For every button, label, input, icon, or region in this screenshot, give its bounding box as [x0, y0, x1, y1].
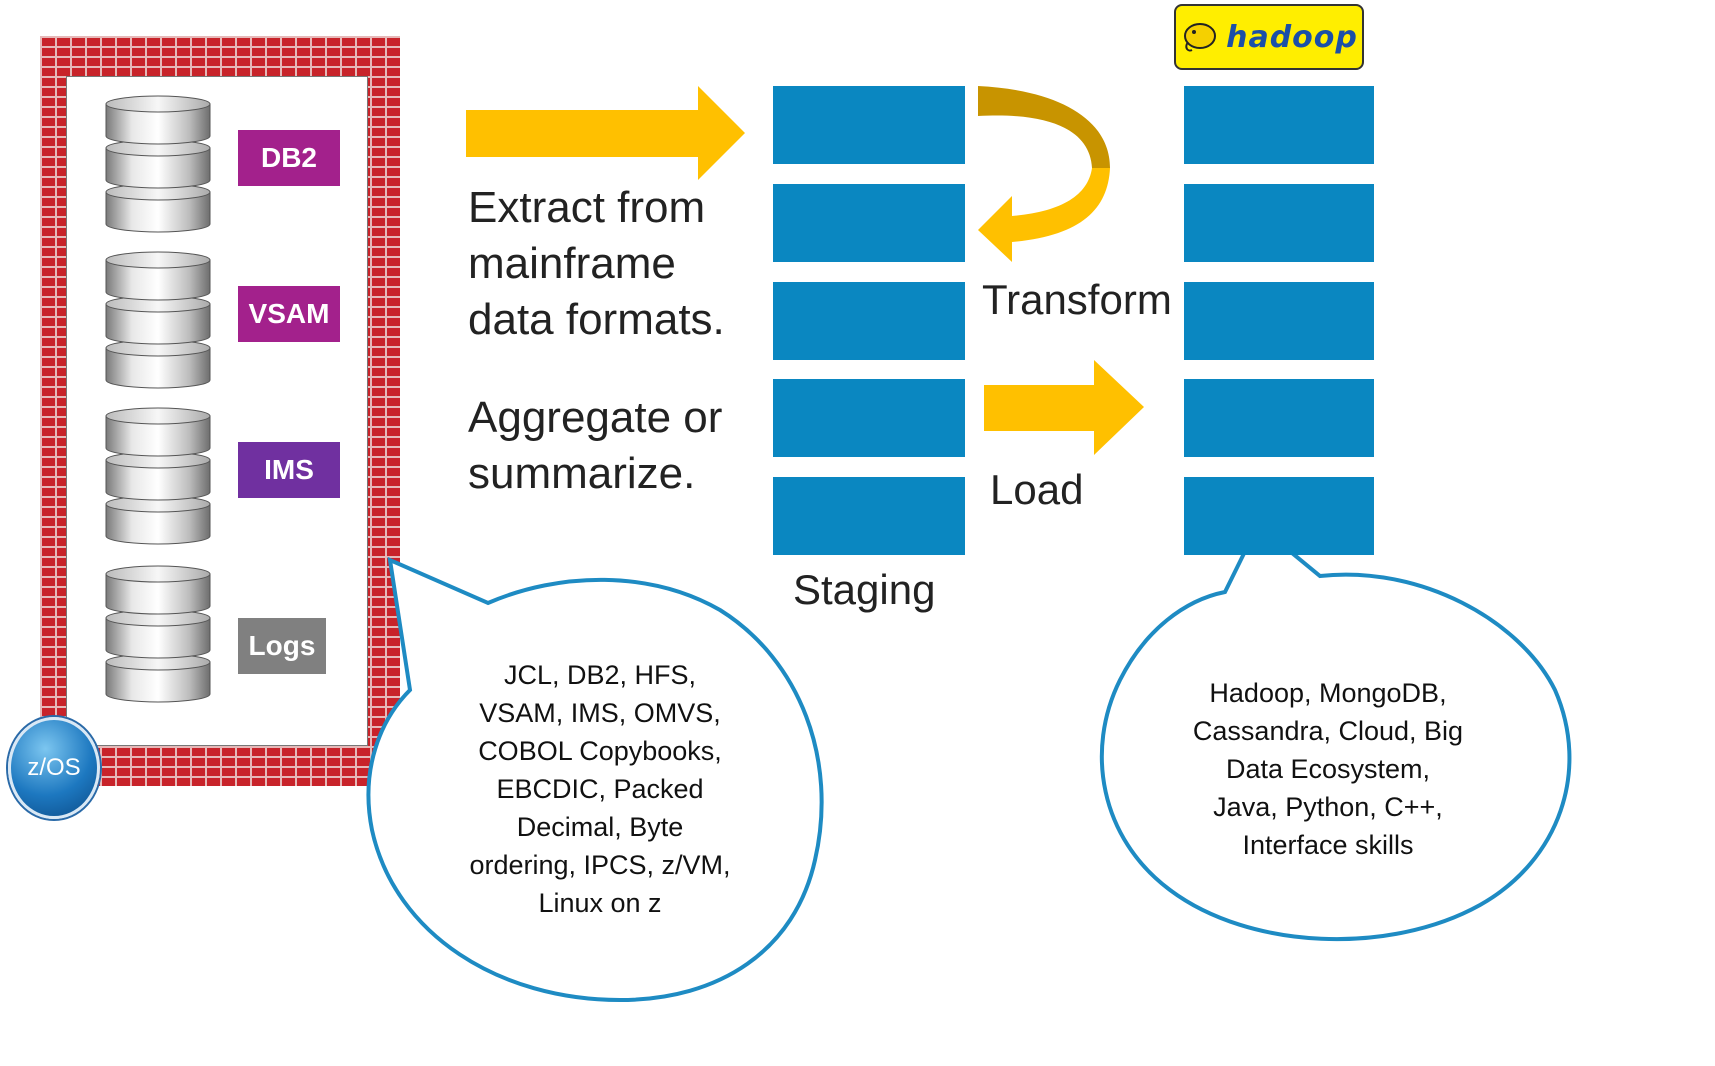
- extract-line-1: Extract from: [468, 183, 706, 232]
- transform-arrow-icon: [978, 168, 1110, 262]
- hadoop-block: [1184, 379, 1374, 457]
- staging-block: [773, 184, 965, 262]
- hadoop-block: [1184, 86, 1374, 164]
- database-icon: [105, 251, 211, 389]
- left-bubble-line: Decimal, Byte: [516, 812, 684, 842]
- hadoop-logo-text: hadoop: [1226, 19, 1358, 55]
- extract-line-2: mainframe: [468, 239, 676, 288]
- zos-badge: z/OS: [8, 717, 100, 819]
- vsam-label: VSAM: [238, 286, 340, 342]
- database-icon: [105, 565, 211, 703]
- aggregate-text: Aggregate or summarize.: [468, 390, 768, 502]
- elephant-icon: [1184, 23, 1217, 52]
- database-icon: [105, 95, 211, 233]
- right-bubble-line: Hadoop, MongoDB,: [1209, 678, 1447, 708]
- aggregate-line-2: summarize.: [468, 449, 696, 498]
- right-bubble-line: Cassandra, Cloud, Big: [1192, 716, 1464, 746]
- right-bubble-text: Hadoop, MongoDB, Cassandra, Cloud, Big D…: [1158, 674, 1498, 864]
- zos-badge-text: z/OS: [27, 754, 81, 781]
- left-bubble-line: ordering, IPCS, z/VM,: [469, 850, 731, 880]
- hadoop-logo: hadoop: [1174, 4, 1364, 70]
- left-speech-bubble: [366, 556, 824, 1003]
- aggregate-line-1: Aggregate or: [468, 393, 723, 442]
- extract-arrow-icon: [466, 86, 745, 180]
- load-label: Load: [990, 466, 1084, 513]
- staging-block: [773, 282, 965, 360]
- staging-block: [773, 379, 965, 457]
- hadoop-block: [1184, 477, 1374, 555]
- hadoop-block: [1184, 184, 1374, 262]
- staging-block: [773, 86, 965, 164]
- right-bubble-line: Interface skills: [1242, 830, 1414, 860]
- left-bubble-line: Linux on z: [538, 888, 662, 918]
- left-bubble-line: EBCDIC, Packed: [496, 774, 704, 804]
- left-bubble-line: VSAM, IMS, OMVS,: [479, 698, 721, 728]
- transform-curve-icon: [978, 86, 1110, 168]
- left-bubble-line: JCL, DB2, HFS,: [503, 660, 697, 690]
- right-bubble-line: Data Ecosystem,: [1225, 754, 1431, 784]
- hadoop-block: [1184, 282, 1374, 360]
- left-bubble-text: JCL, DB2, HFS, VSAM, IMS, OMVS, COBOL Co…: [430, 656, 770, 922]
- staging-label: Staging: [793, 566, 936, 613]
- extract-line-3: data formats.: [468, 295, 725, 344]
- load-arrow-icon: [984, 360, 1144, 455]
- logs-label: Logs: [238, 618, 326, 674]
- transform-label: Transform: [982, 276, 1172, 323]
- ims-label: IMS: [238, 442, 340, 498]
- db2-label: DB2: [238, 130, 340, 186]
- staging-block: [773, 477, 965, 555]
- left-bubble-line: COBOL Copybooks,: [478, 736, 722, 766]
- database-icon: [105, 407, 211, 545]
- extract-text: Extract from mainframe data formats.: [468, 180, 768, 348]
- right-speech-bubble: [1099, 521, 1572, 942]
- right-bubble-line: Java, Python, C++,: [1213, 792, 1443, 822]
